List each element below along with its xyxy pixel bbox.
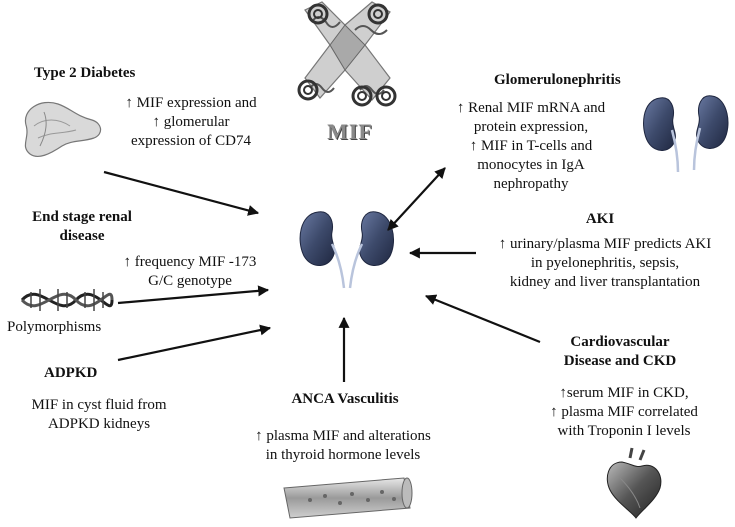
heart-icon <box>606 447 662 519</box>
node-esrd-text: ↑ frequency MIF -173 G/C genotype <box>110 253 270 291</box>
node-gn-line: ↑ MIF in T-cells and <box>469 138 593 154</box>
node-esrd-title-line: End stage renal <box>32 209 132 225</box>
node-adpkd-line: MIF in cyst fluid from <box>31 397 167 413</box>
node-anca-line: ↑ plasma MIF and alterations <box>255 428 431 444</box>
arrow-gn <box>387 167 446 231</box>
node-esrd-title: End stage renal disease <box>12 208 152 246</box>
node-gn-line: ↑ Renal MIF mRNA and <box>456 100 606 116</box>
arrow-cvd <box>424 294 541 344</box>
node-adpkd-text: MIF in cyst fluid from ADPKD kidneys <box>14 396 184 434</box>
node-anca-title: ANCA Vasculitis <box>291 391 399 407</box>
node-cvd-line: with Troponin I levels <box>557 423 691 439</box>
node-aki-line: kidney and liver transplantation <box>509 274 701 290</box>
mif-protein-icon <box>297 1 397 107</box>
node-t2d-line: ↑ glomerular <box>152 114 230 130</box>
arrows <box>103 167 541 382</box>
node-gn-line: monocytes in IgA <box>477 157 585 173</box>
node-adpkd-title: ADPKD <box>44 365 98 381</box>
node-gn-line: nephropathy <box>493 176 569 192</box>
dna-icon <box>20 289 114 311</box>
node-t2d-line: ↑ MIF expression and <box>125 95 257 111</box>
arrow-adpkd <box>117 324 272 362</box>
node-anca-line: in thyroid hormone levels <box>265 447 421 463</box>
node-esrd-line: G/C genotype <box>148 273 232 289</box>
node-aki-text: ↑ urinary/plasma MIF predicts AKI in pye… <box>482 235 728 292</box>
arrow-t2d <box>103 170 260 216</box>
node-aki-line: ↑ urinary/plasma MIF predicts AKI <box>498 236 712 252</box>
kidney-icon <box>299 211 394 289</box>
node-t2d-line: expression of CD74 <box>131 133 251 149</box>
node-cvd-text: ↑serum MIF in CKD, ↑ plasma MIF correlat… <box>530 384 718 441</box>
node-cvd-title-line: Cardiovascular <box>570 334 670 350</box>
node-cvd-title: Cardiovascular Disease and CKD <box>540 333 700 371</box>
arrow-esrd <box>117 285 270 305</box>
node-t2d-title: Type 2 Diabetes <box>34 65 136 81</box>
node-gn-line: protein expression, <box>473 119 589 135</box>
node-gn-title: Glomerulonephritis <box>494 72 621 88</box>
node-esrd-line: ↑ frequency MIF -173 <box>123 254 257 270</box>
kidney-icon <box>643 95 729 173</box>
mif-label: MIF <box>327 119 373 144</box>
node-aki-title: AKI <box>585 211 615 227</box>
node-aki-line: in pyelonephritis, sepsis, <box>530 255 680 271</box>
node-cvd-line: ↑ plasma MIF correlated <box>550 404 698 420</box>
pancreas-icon <box>24 101 102 158</box>
node-adpkd-line: ADPKD kidneys <box>47 416 151 432</box>
node-cvd-line: ↑serum MIF in CKD, <box>559 385 689 401</box>
node-gn-text: ↑ Renal MIF mRNA and protein expression,… <box>442 99 620 194</box>
node-t2d-text: ↑ MIF expression and ↑ glomerular expres… <box>106 94 276 151</box>
node-cvd-title-line: Disease and CKD <box>563 353 677 369</box>
blood-vessel-icon <box>283 477 413 519</box>
node-anca-text: ↑ plasma MIF and alterations in thyroid … <box>228 427 458 465</box>
node-esrd-caption: Polymorphisms <box>7 319 102 335</box>
node-esrd-title-line: disease <box>59 228 105 244</box>
